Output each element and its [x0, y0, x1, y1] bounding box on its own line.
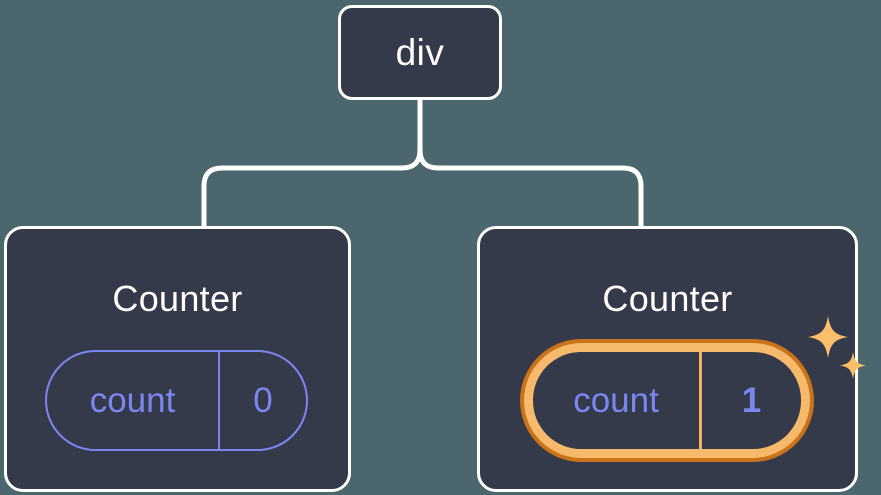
node-counter-right-title: Counter — [602, 278, 733, 319]
connector-branch-right — [417, 137, 644, 229]
state-pill-count-right-highlighted[interactable]: count 1 — [520, 339, 814, 462]
node-counter-right[interactable]: Counter count 1 — [477, 226, 866, 492]
state-key-label: count — [573, 380, 659, 420]
state-key-label: count — [89, 380, 176, 420]
node-counter-left-title: Counter — [112, 278, 243, 319]
state-pill-divider — [218, 352, 220, 449]
state-pill-body: count 1 — [533, 352, 801, 449]
connector-branch-left — [201, 137, 423, 229]
node-div[interactable]: div — [338, 5, 502, 100]
state-pill-highlight-ring: count 1 — [524, 343, 810, 458]
state-value-label: 0 — [253, 380, 273, 420]
node-counter-left[interactable]: Counter count 0 — [4, 226, 351, 492]
node-div-label: div — [395, 31, 445, 73]
state-pill-count-left[interactable]: count 0 — [45, 350, 308, 451]
sparkle-large-icon — [808, 316, 848, 358]
state-pill-divider — [699, 352, 702, 449]
state-value-label: 1 — [741, 380, 762, 420]
